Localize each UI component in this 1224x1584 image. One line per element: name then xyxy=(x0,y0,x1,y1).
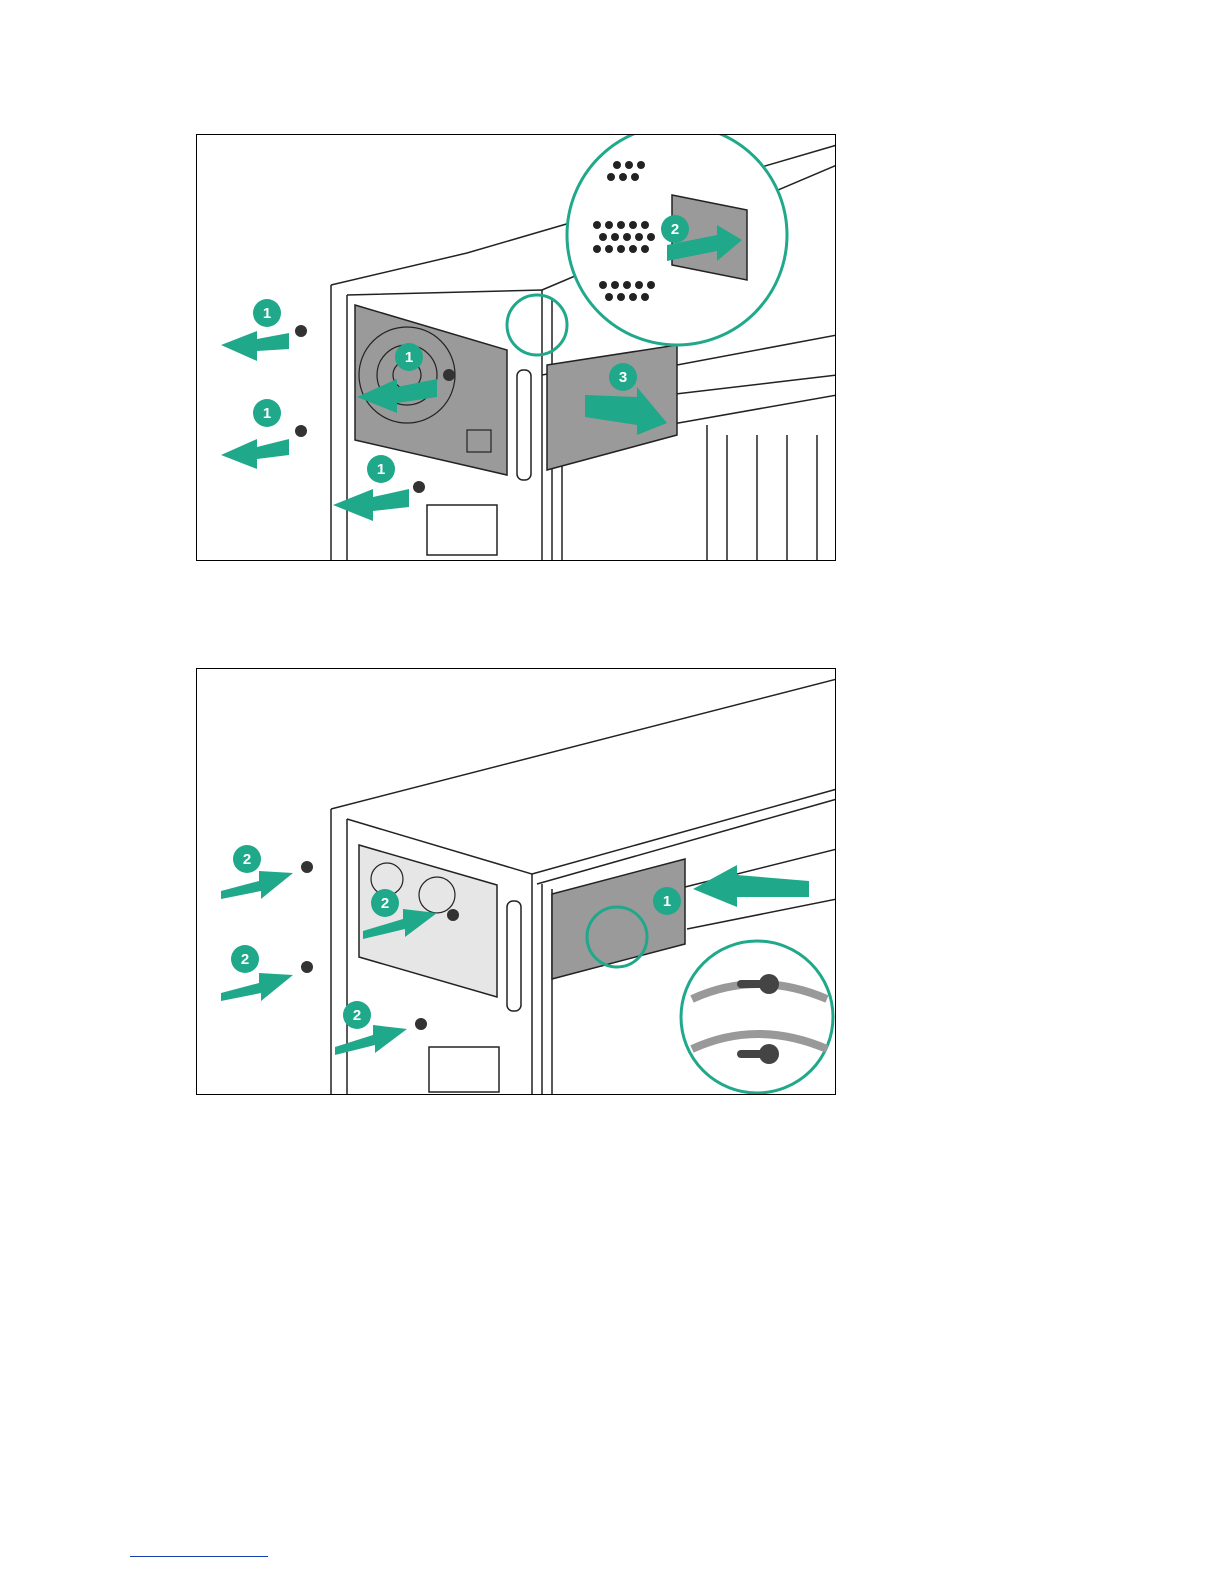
illustration-server-chassis-install: 2 2 2 2 1 xyxy=(197,669,836,1095)
callout-1-c: 1 xyxy=(263,405,271,422)
zoom-inset-keyholes xyxy=(681,941,833,1093)
callout-2-b: 2 xyxy=(381,895,389,912)
figure-install-power-supply: 2 2 2 2 1 xyxy=(196,668,836,1095)
callout-2: 2 xyxy=(671,221,679,238)
figure-remove-power-supply: 1 1 1 1 2 3 xyxy=(196,134,836,561)
callout-2-a: 2 xyxy=(243,851,251,868)
arrow-left-1b xyxy=(221,439,289,469)
footer-link-underline xyxy=(130,1556,268,1557)
arrow-left-1a xyxy=(221,331,289,361)
arrow-right-2b xyxy=(221,973,293,1001)
arrow-left-1 xyxy=(693,865,809,907)
arrow-right-2a xyxy=(221,871,293,899)
callout-1-a: 1 xyxy=(263,305,271,322)
callout-1: 1 xyxy=(663,893,671,910)
illustration-server-chassis-open: 1 1 1 1 2 3 xyxy=(197,135,836,561)
callout-1-b: 1 xyxy=(405,349,413,366)
callout-2-d: 2 xyxy=(353,1007,361,1024)
callout-2-c: 2 xyxy=(241,951,249,968)
callout-1-d: 1 xyxy=(377,461,385,478)
callout-3: 3 xyxy=(619,369,627,386)
arrow-left-1d xyxy=(333,489,409,521)
arrow-right-2d xyxy=(335,1025,407,1055)
